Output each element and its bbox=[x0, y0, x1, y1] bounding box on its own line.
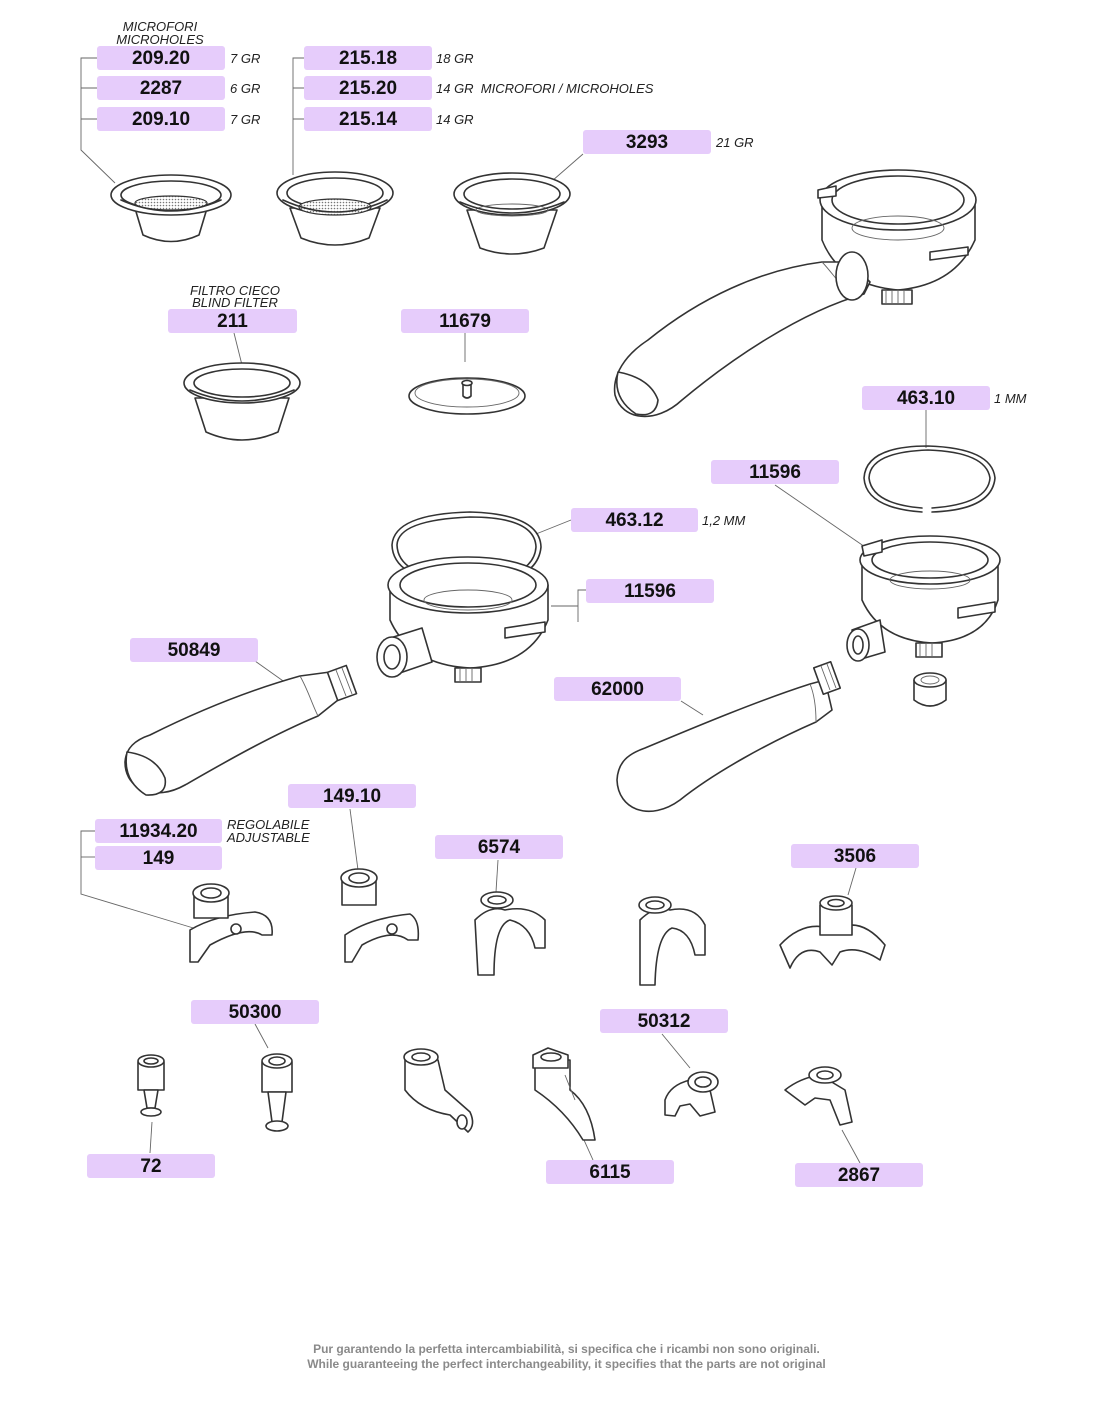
spout-6574-alt bbox=[638, 896, 706, 986]
adjustable-heading-en: ADJUSTABLE bbox=[227, 830, 310, 845]
part-tag-62000[interactable]: 62000 bbox=[554, 677, 681, 701]
part-note-215-18: 18 GR bbox=[436, 51, 474, 66]
spout-single bbox=[403, 1048, 474, 1133]
spout-6115 bbox=[532, 1047, 596, 1141]
blind-filter-heading-en: BLIND FILTER bbox=[192, 295, 278, 310]
part-tag-2867[interactable]: 2867 bbox=[795, 1163, 923, 1187]
part-tag-2287[interactable]: 2287 bbox=[97, 76, 225, 100]
filter-holder-right bbox=[846, 535, 1001, 707]
spout-3506 bbox=[779, 895, 886, 969]
part-note-463-10: 1 MM bbox=[994, 391, 1027, 406]
part-note-215-20: 14 GR MICROFORI / MICROHOLES bbox=[436, 81, 654, 96]
part-tag-50300[interactable]: 50300 bbox=[191, 1000, 319, 1024]
filter-basket-215 bbox=[276, 171, 394, 246]
microholes-heading-it: MICROFORI bbox=[122, 19, 198, 34]
part-tag-11596-center[interactable]: 11596 bbox=[586, 579, 714, 603]
disclaimer-italian: Pur garantendo la perfetta intercambiabi… bbox=[313, 1342, 820, 1356]
part-tag-50849[interactable]: 50849 bbox=[130, 638, 258, 662]
leader-lines bbox=[80, 57, 927, 1164]
part-note-209-10: 7 GR bbox=[230, 112, 261, 127]
part-tag-72[interactable]: 72 bbox=[87, 1154, 215, 1178]
part-tag-50312[interactable]: 50312 bbox=[600, 1009, 728, 1033]
part-tag-209-10[interactable]: 209.10 bbox=[97, 107, 225, 131]
gasket-463-10 bbox=[863, 445, 996, 513]
part-note-215-14: 14 GR bbox=[436, 112, 474, 127]
disclaimer-english: While guaranteeing the perfect interchan… bbox=[307, 1357, 826, 1371]
part-tag-6115[interactable]: 6115 bbox=[546, 1160, 674, 1184]
part-tag-11679[interactable]: 11679 bbox=[401, 309, 529, 333]
fitting-72 bbox=[137, 1054, 165, 1117]
part-tag-215-14[interactable]: 215.14 bbox=[304, 107, 432, 131]
part-tag-11596-right[interactable]: 11596 bbox=[711, 460, 839, 484]
part-tag-11934-20[interactable]: 11934.20 bbox=[95, 819, 222, 843]
spout-50312 bbox=[664, 1071, 719, 1117]
part-tag-215-18[interactable]: 215.18 bbox=[304, 46, 432, 70]
part-note-209-20: 7 GR bbox=[230, 51, 261, 66]
adjustable-heading-it: REGOLABILE bbox=[227, 817, 310, 832]
microholes-heading-en: MICROHOLES bbox=[116, 32, 204, 47]
part-tag-211[interactable]: 211 bbox=[168, 309, 297, 333]
part-tag-3506[interactable]: 3506 bbox=[791, 844, 919, 868]
spout-11934 bbox=[189, 883, 273, 963]
part-note-3293: 21 GR bbox=[716, 135, 754, 150]
portafilter-assembled bbox=[613, 169, 977, 418]
filter-holder-center bbox=[376, 556, 549, 683]
blind-filter-211 bbox=[183, 362, 301, 441]
part-tag-463-10[interactable]: 463.10 bbox=[862, 386, 990, 410]
handle-62000 bbox=[616, 660, 842, 813]
part-tag-209-20[interactable]: 209.20 bbox=[97, 46, 225, 70]
filter-basket-209 bbox=[110, 174, 232, 243]
shower-disk-11679 bbox=[408, 377, 526, 415]
part-tag-463-12[interactable]: 463.12 bbox=[571, 508, 698, 532]
fitting-50300 bbox=[261, 1053, 293, 1132]
part-note-2287: 6 GR bbox=[230, 81, 261, 96]
part-tag-6574[interactable]: 6574 bbox=[435, 835, 563, 859]
part-tag-215-20[interactable]: 215.20 bbox=[304, 76, 432, 100]
gasket-463-12 bbox=[391, 511, 542, 585]
handle-50849 bbox=[124, 664, 358, 796]
part-tag-3293[interactable]: 3293 bbox=[583, 130, 711, 154]
spout-6574 bbox=[474, 891, 546, 976]
part-note-463-12: 1,2 MM bbox=[702, 513, 746, 528]
filter-basket-3293 bbox=[453, 172, 571, 255]
part-tag-149[interactable]: 149 bbox=[95, 846, 222, 870]
blind-filter-heading-it: FILTRO CIECO bbox=[189, 283, 281, 298]
part-tag-149-10[interactable]: 149.10 bbox=[288, 784, 416, 808]
spout-149-10 bbox=[340, 868, 420, 963]
spout-2867 bbox=[784, 1066, 853, 1126]
